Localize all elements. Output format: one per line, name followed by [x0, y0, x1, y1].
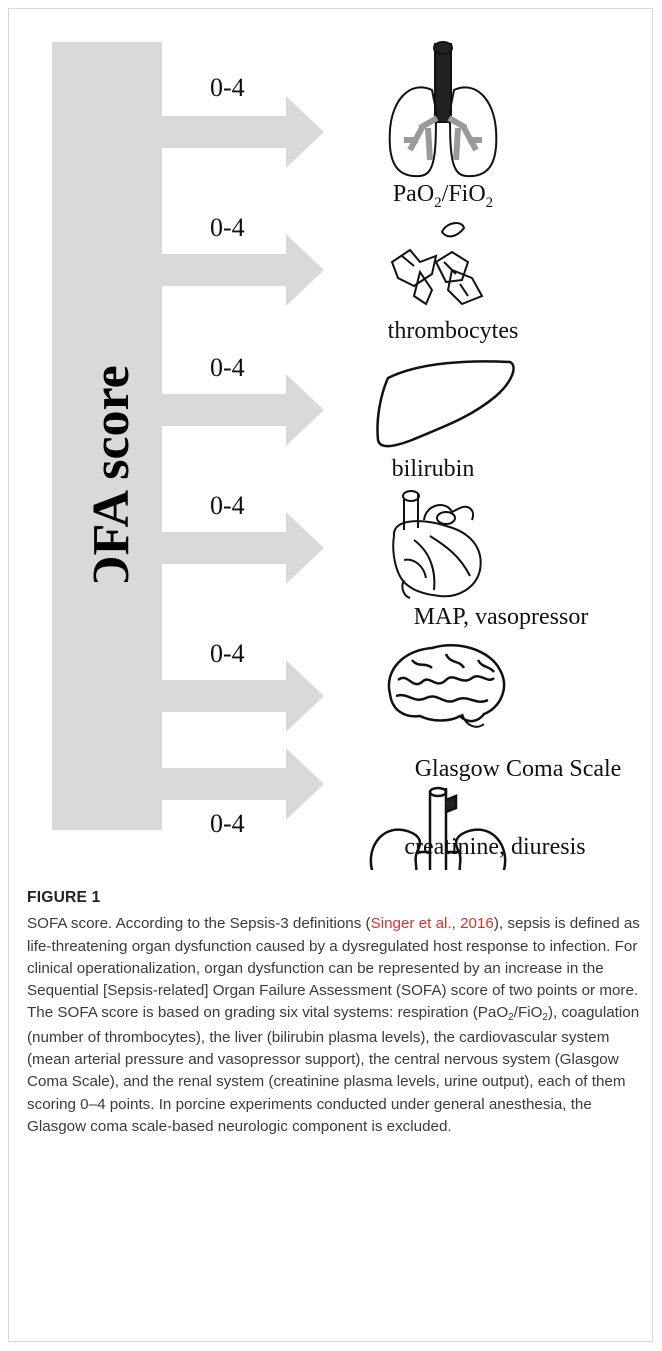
organ-label: thrombocytes	[388, 318, 519, 344]
sofa-bar	[52, 42, 162, 582]
score-arrow	[162, 512, 324, 584]
score-range-label: 0-4	[210, 213, 245, 242]
score-arrow	[162, 748, 324, 820]
liver-icon	[376, 360, 515, 448]
score-range-label: 0-4	[210, 353, 245, 382]
score-range-label: 0-4	[210, 73, 245, 102]
figure-label: FIGURE 1	[27, 889, 101, 906]
organ-label: PaO2/FiO2	[393, 181, 493, 211]
score-range-label: 0-4	[210, 491, 245, 520]
score-arrow	[52, 582, 162, 830]
organ-label: bilirubin	[392, 456, 475, 482]
lungs-icon	[388, 41, 498, 178]
caption-text: SOFA score. According to the Sepsis-3 de…	[27, 915, 640, 1135]
score-range-label: 0-4	[210, 639, 245, 668]
figure-caption: FIGURE 1 SOFA score. According to the Se…	[27, 887, 645, 1138]
sofa-figure: SOFA score 0-4 0-4 0-4 0-4 0-4 0-4 PaO2/…	[52, 41, 622, 900]
platelets-icon	[390, 222, 484, 306]
score-range-label: 0-4	[210, 809, 245, 838]
score-arrow	[162, 374, 324, 446]
heart-icon	[392, 490, 482, 599]
score-arrow	[162, 234, 324, 306]
reference-link[interactable]: Singer et al., 2016	[370, 915, 494, 933]
score-arrow	[162, 96, 324, 168]
sofa-score-title: SOFA score	[83, 365, 140, 625]
score-arrow	[162, 660, 324, 732]
organ-label: MAP, vasopressor	[414, 604, 589, 630]
brain-icon	[387, 644, 506, 728]
organ-label: creatinine, diuresis	[404, 834, 585, 860]
organ-label: Glasgow Coma Scale	[415, 756, 622, 782]
